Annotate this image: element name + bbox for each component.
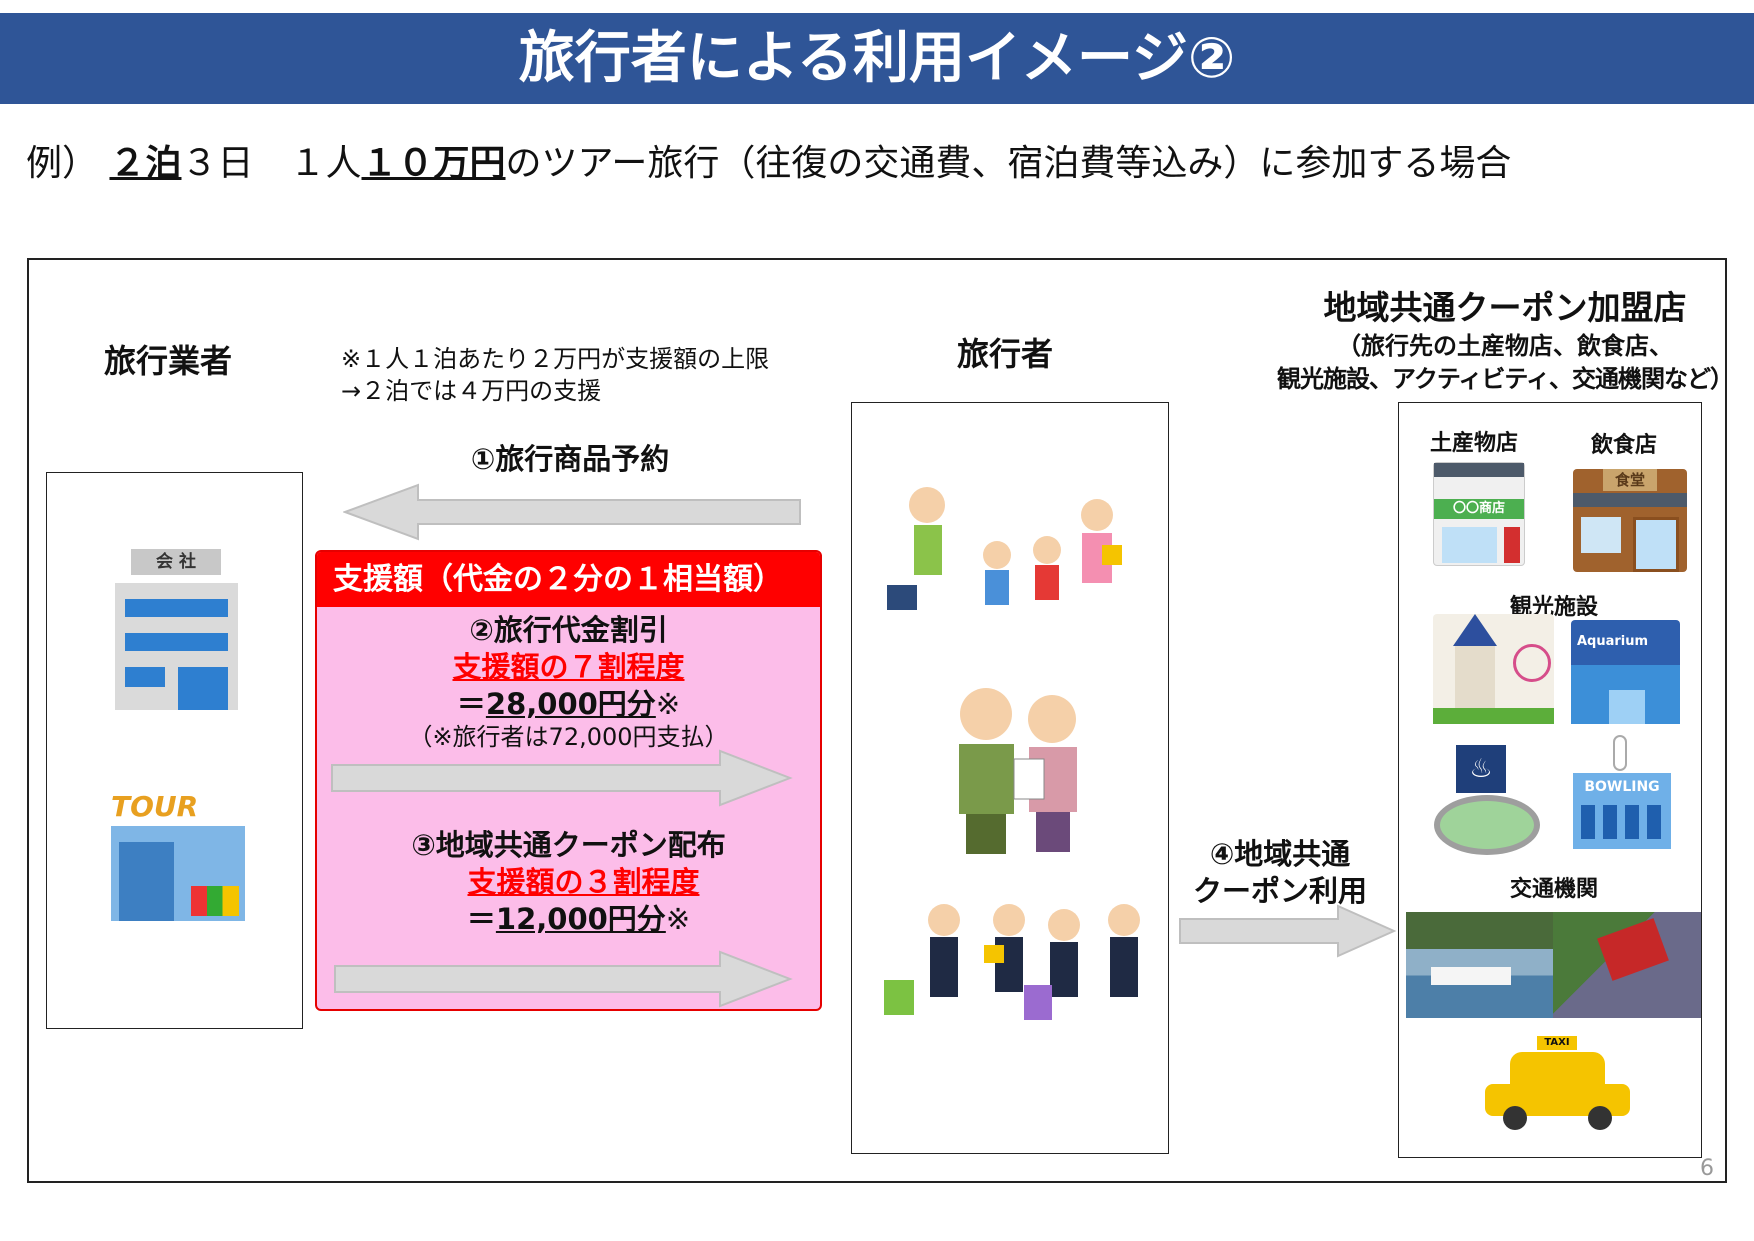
page-number: 6 — [1700, 1156, 1714, 1181]
travel-agency-box: 会 社 TOUR — [46, 472, 303, 1029]
shops-box: 土産物店 飲食店 〇〇商店 食堂 観光施設 Aquarium ♨ BOWLING… — [1398, 402, 1702, 1158]
bowling-alley-icon: BOWLING — [1573, 735, 1671, 849]
tour-office-icon: TOUR — [111, 790, 245, 921]
shops-subtitle-1: （旅行先の土産物店、飲食店、 — [1337, 332, 1673, 360]
coupon-arrow-right — [334, 950, 793, 1008]
company-building-icon: 会 社 — [115, 549, 238, 710]
equals: ＝ — [456, 687, 486, 721]
restaurant-icon: 食堂 — [1573, 469, 1687, 572]
step3-ratio: 支援額の３割程度 — [467, 865, 700, 899]
support-amount-box: 支援額（代金の２分の１相当額） ②旅行代金割引 支援額の７割程度 ＝28,000… — [315, 550, 822, 1011]
diagram-frame — [27, 258, 1727, 1183]
asterisk: ※ — [665, 902, 691, 936]
example-days: ３日 １人 — [181, 143, 362, 184]
coupon-use-arrow-right — [1179, 904, 1397, 958]
travel-agency-label: 旅行業者 — [104, 342, 233, 380]
family-travelers-icon — [887, 487, 1122, 610]
step2-amount: 28,000円分 — [485, 687, 656, 721]
support-limit-note: ※１人１泊あたり２万円が支援額の上限 →２泊では４万円の支援 — [341, 343, 769, 407]
step4-line-2: クーポン利用 — [1192, 874, 1367, 908]
transport-label: 交通機関 — [1509, 877, 1598, 902]
title-banner: 旅行者による利用イメージ② — [0, 13, 1754, 104]
step3-amount: 12,000円分 — [495, 902, 666, 936]
train-photo — [1553, 912, 1701, 1018]
step2-ratio: 支援額の７割程度 — [452, 650, 685, 684]
traveler-label: 旅行者 — [956, 335, 1053, 373]
booking-arrow-left — [343, 483, 801, 541]
traveler-box — [851, 402, 1169, 1154]
example-nights: ２泊 — [109, 143, 182, 184]
step2-note: （※旅行者は72,000円支払） — [408, 723, 729, 751]
step2-block: ②旅行代金割引 支援額の７割程度 ＝28,000円分※ （※旅行者は72,000… — [317, 612, 820, 751]
example-prefix: 例） — [26, 143, 99, 184]
example-line: 例） ２泊３日 １人１０万円のツアー旅行（往復の交通費、宿泊費等込み）に参加する… — [26, 134, 1511, 186]
amusement-park-icon — [1433, 614, 1554, 724]
example-price: １０万円 — [361, 143, 506, 184]
note-line-1: ※１人１泊あたり２万円が支援額の上限 — [341, 345, 770, 373]
equals: ＝ — [466, 902, 496, 936]
elderly-couple-icon — [959, 688, 1077, 854]
asterisk: ※ — [655, 687, 681, 721]
step4-line-1: ④地域共通 — [1209, 837, 1351, 871]
note-line-2: →２泊では４万円の支援 — [341, 377, 602, 405]
taxi-icon: TAXI — [1485, 1036, 1630, 1131]
discount-arrow-right — [331, 749, 793, 807]
step4-label: ④地域共通 クーポン利用 — [1180, 836, 1380, 910]
restaurant-label: 飲食店 — [1590, 433, 1657, 458]
souvenir-label: 土産物店 — [1429, 431, 1518, 456]
aquarium-icon: Aquarium — [1571, 620, 1680, 724]
shops-title: 地域共通クーポン加盟店 — [1323, 288, 1687, 327]
ferry-photo — [1406, 912, 1553, 1018]
step1-label: ①旅行商品予約 — [470, 442, 670, 476]
souvenir-shop-icon: 〇〇商店 — [1433, 462, 1525, 566]
step3-block: ③地域共通クーポン配布 支援額の３割程度 ＝12,000円分※ — [317, 827, 820, 938]
support-header: 支援額（代金の２分の１相当額） — [317, 552, 820, 607]
hot-spring-icon: ♨ — [1434, 745, 1540, 858]
shops-subtitle-2: 観光施設、アクティビティ、交通機関など） — [1277, 365, 1734, 393]
step3-title: ③地域共通クーポン配布 — [411, 828, 726, 862]
example-suffix: のツアー旅行（往復の交通費、宿泊費等込み）に参加する場合 — [505, 143, 1512, 184]
step2-title: ②旅行代金割引 — [469, 613, 668, 647]
student-group-icon — [884, 904, 1140, 1020]
